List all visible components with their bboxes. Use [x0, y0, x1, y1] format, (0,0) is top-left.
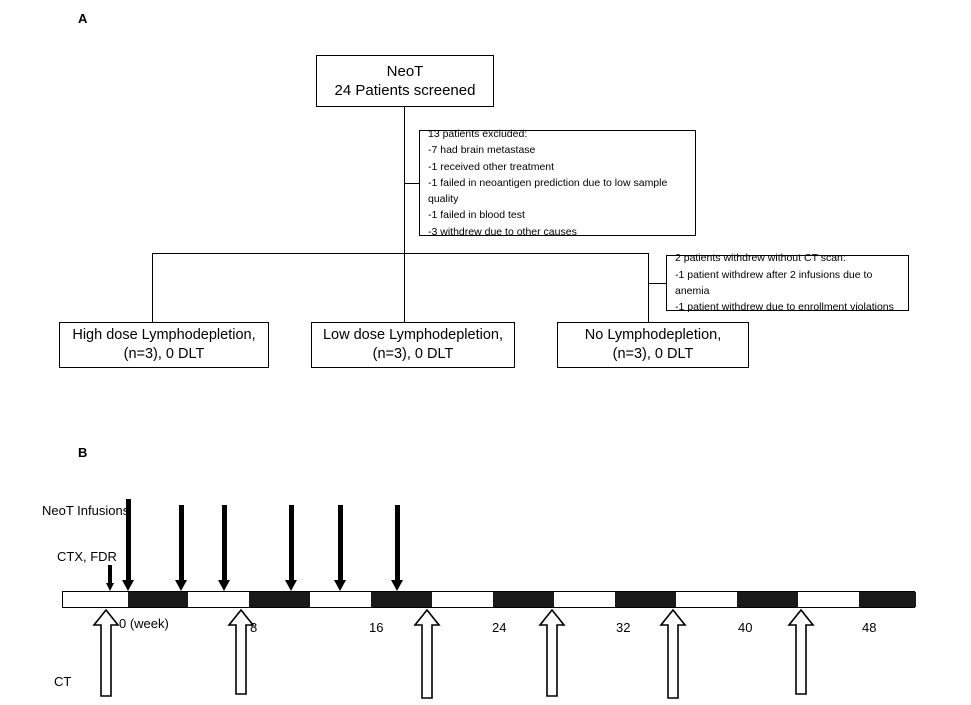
tick-label-16: 16	[369, 620, 384, 635]
infusions-label: NeoT Infusions	[42, 503, 130, 518]
withdrawal-box: 2 patients withdrew without CT scan: -1 …	[666, 252, 909, 313]
bar-segment	[859, 592, 916, 607]
bar-segment	[737, 592, 798, 607]
ct-arrow-icon	[92, 608, 120, 697]
ct-arrow	[659, 608, 687, 705]
conditioning-label: CTX, FDR	[57, 549, 117, 564]
bar-segment	[128, 592, 188, 607]
arm-box-low-dose: Low dose Lymphodepletion, (n=3), 0 DLT	[311, 322, 515, 368]
tick-label-24: 24	[492, 620, 507, 635]
exclusion-item: -1 failed in blood test	[428, 209, 525, 222]
panel-a-label: A	[78, 11, 88, 26]
ct-arrow-icon	[659, 608, 687, 699]
ct-arrow-icon	[413, 608, 441, 699]
screening-box: NeoT 24 Patients screened	[316, 55, 494, 107]
bar-segment	[798, 592, 859, 607]
bar-segment	[249, 592, 310, 607]
tick-label-0: 0 (week)	[119, 616, 169, 631]
exclusion-connector	[404, 183, 419, 185]
ct-arrow	[92, 608, 120, 703]
bar-segment	[615, 592, 676, 607]
ct-arrow	[538, 608, 566, 703]
ct-label: CT	[54, 674, 72, 689]
bar-segment	[371, 592, 432, 607]
bar-segment	[493, 592, 554, 607]
arm-box-line2: (n=3), 0 DLT	[123, 346, 205, 362]
arm-box-high-dose: High dose Lymphodepletion, (n=3), 0 DLT	[59, 322, 269, 368]
withdrawal-item: -1 patient withdrew due to enrollment vi…	[675, 301, 894, 314]
ct-arrow-icon	[787, 608, 815, 695]
screening-box-line1: NeoT	[386, 62, 424, 80]
tick-label-48: 48	[862, 620, 877, 635]
arm-drop-connector-low	[404, 253, 406, 322]
ct-arrow	[227, 608, 255, 701]
arm-box-line1: High dose Lymphodepletion,	[72, 327, 256, 344]
bar-segment	[188, 592, 249, 607]
exclusion-box: 13 patients excluded: -7 had brain metas…	[419, 128, 696, 238]
exclusion-item: -3 withdrew due to other causes	[428, 225, 577, 238]
ct-arrow	[787, 608, 815, 701]
arm-box-line1: No Lymphodepletion,	[584, 327, 722, 344]
bar-segment	[554, 592, 615, 607]
screening-box-line2: 24 Patients screened	[334, 82, 476, 99]
panel-b-label: B	[78, 445, 88, 460]
withdrawal-connector	[648, 283, 666, 285]
arm-box-line1: Low dose Lymphodepletion,	[322, 327, 504, 344]
trunk-vertical-connector	[404, 107, 406, 253]
ct-arrow-icon	[538, 608, 566, 697]
tick-label-8: 8	[250, 620, 258, 635]
arm-split-connector	[152, 253, 649, 255]
tick-label-40: 40	[738, 620, 753, 635]
bar-segment	[310, 592, 371, 607]
tick-label-32: 32	[616, 620, 631, 635]
ct-arrow-icon	[227, 608, 255, 695]
arm-box-line2: (n=3), 0 DLT	[372, 346, 454, 362]
bar-segment	[432, 592, 493, 607]
exclusion-item: -7 had brain metastase	[428, 144, 536, 157]
exclusion-box-title: 13 patients excluded:	[428, 128, 528, 141]
arm-drop-connector-none	[648, 253, 650, 322]
bar-segment	[63, 592, 128, 607]
exclusion-item: -1 failed in neoantigen prediction due t…	[428, 176, 668, 206]
exclusion-item: -1 received other treatment	[428, 160, 555, 173]
ct-arrow	[413, 608, 441, 705]
withdrawal-item: -1 patient withdrew after 2 infusions du…	[675, 268, 873, 297]
bar-segment	[676, 592, 737, 607]
arm-box-line2: (n=3), 0 DLT	[612, 346, 694, 362]
withdrawal-box-title: 2 patients withdrew without CT scan:	[675, 252, 846, 265]
arm-box-no-lymphodepletion: No Lymphodepletion, (n=3), 0 DLT	[557, 322, 749, 368]
arm-drop-connector-high	[152, 253, 154, 322]
timeline-bar	[62, 591, 916, 608]
